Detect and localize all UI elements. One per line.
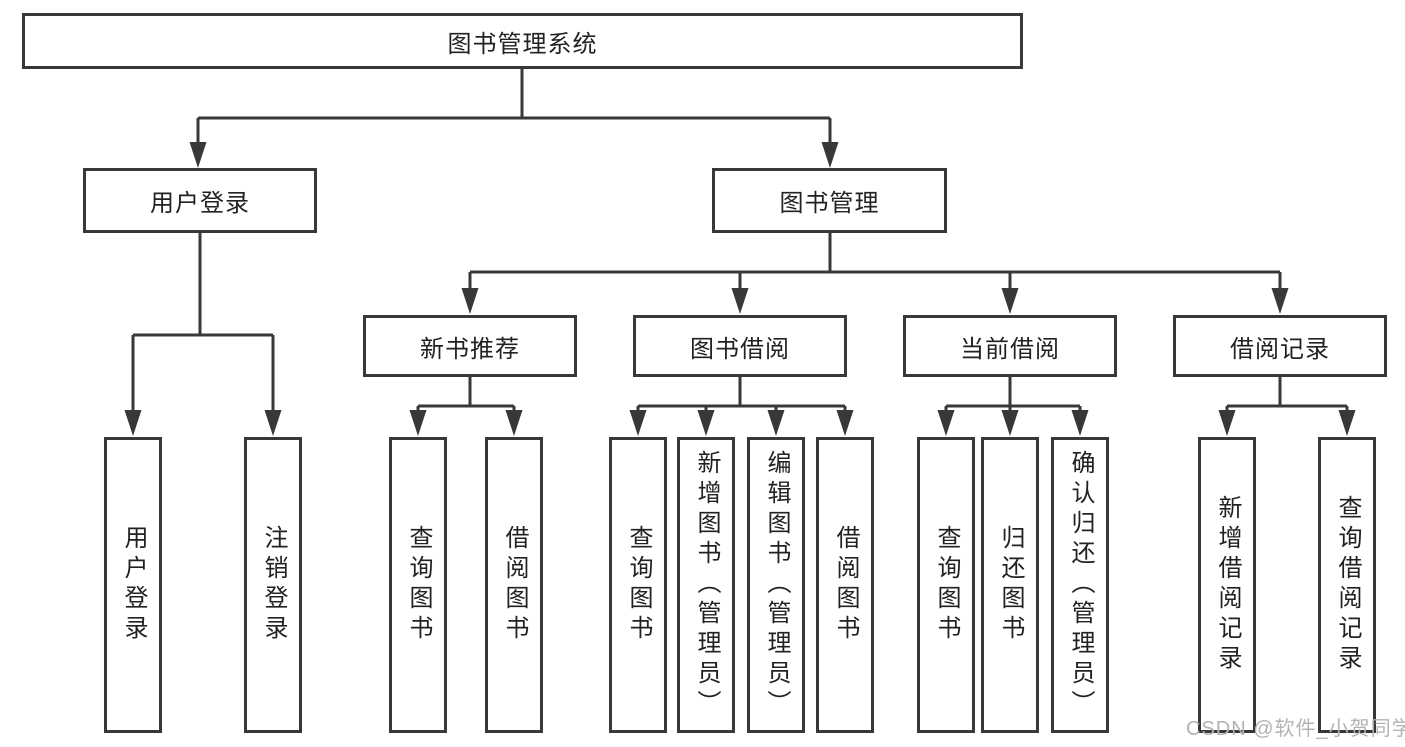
arrowheads	[124, 142, 1356, 436]
leaf-add-borrow-record: 新增借阅记录	[1198, 437, 1256, 733]
leaf-borrow-books-recommend: 借阅图书	[485, 437, 543, 733]
leaf-user-login: 用户登录	[104, 437, 162, 733]
node-label: 查询图书	[933, 525, 960, 645]
leaf-query-books-current: 查询图书	[917, 437, 975, 733]
leaf-logout: 注销登录	[244, 437, 302, 733]
node-label: 编辑图书（管理员）	[763, 450, 790, 720]
leaf-query-books-recommend: 查询图书	[389, 437, 447, 733]
csdn-watermark: CSDN @软件_小贺同学	[1186, 718, 1405, 740]
node-label: 当前借阅	[960, 335, 1060, 363]
leaf-borrow-books: 借阅图书	[816, 437, 874, 733]
node-label: 查询图书	[625, 525, 652, 645]
node-borrowing-records: 借阅记录	[1173, 315, 1387, 377]
node-book-borrowing: 图书借阅	[633, 315, 847, 377]
node-root-library-system: 图书管理系统	[22, 13, 1023, 69]
leaf-edit-book-admin: 编辑图书（管理员）	[747, 437, 805, 733]
node-label: 借阅图书	[832, 525, 859, 645]
node-label: 借阅图书	[501, 525, 528, 645]
node-user-login: 用户登录	[83, 168, 317, 233]
node-book-management: 图书管理	[712, 168, 947, 233]
leaf-add-book-admin: 新增图书（管理员）	[677, 437, 735, 733]
node-label: 图书管理	[779, 190, 880, 217]
node-label: 新增借阅记录	[1214, 495, 1241, 675]
node-current-borrowing: 当前借阅	[903, 315, 1117, 377]
node-label: 借阅记录	[1230, 335, 1330, 363]
leaf-return-books: 归还图书	[981, 437, 1039, 733]
node-label: 图书管理系统	[447, 30, 598, 58]
node-label: 图书借阅	[690, 335, 790, 363]
node-label: 归还图书	[997, 525, 1024, 645]
node-label: 查询借阅记录	[1334, 495, 1361, 675]
leaf-confirm-return-admin: 确认归还（管理员）	[1051, 437, 1109, 733]
node-new-book-recommendation: 新书推荐	[363, 315, 577, 377]
node-label: 新书推荐	[420, 335, 520, 363]
node-label: 查询图书	[405, 525, 432, 645]
leaf-query-books-borrow: 查询图书	[609, 437, 667, 733]
node-label: 注销登录	[260, 525, 287, 645]
node-label: 用户登录	[120, 525, 147, 645]
node-label: 用户登录	[150, 190, 250, 217]
node-label: 新增图书（管理员）	[693, 450, 720, 720]
node-label: 确认归还（管理员）	[1067, 450, 1094, 720]
leaf-query-borrow-record: 查询借阅记录	[1318, 437, 1376, 733]
